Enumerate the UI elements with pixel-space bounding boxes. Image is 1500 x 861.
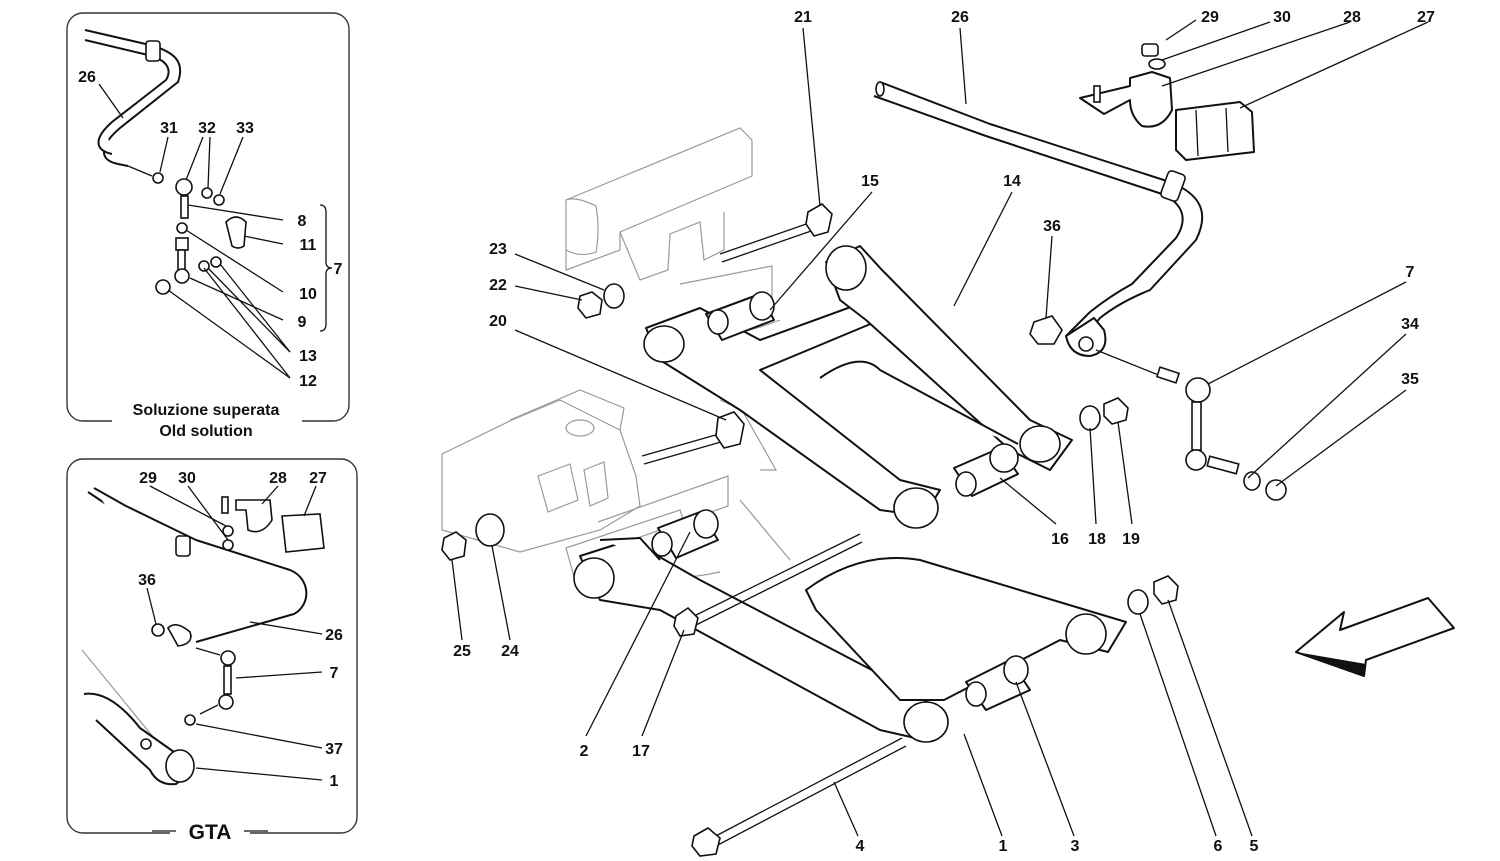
forward-direction-arrow-icon [1295,597,1455,677]
callout-13: 13 [299,348,317,365]
callout-29: 29 [1201,9,1219,26]
callout-19: 19 [1122,531,1140,548]
callout-37: 37 [325,741,343,758]
caption-english: Old solution [159,423,252,440]
callout-7: 7 [334,261,343,278]
callout-1: 1 [330,773,339,790]
callout-10: 10 [299,286,317,303]
callout-15: 15 [861,173,879,190]
callout-36: 36 [1043,218,1061,235]
callout-11: 11 [300,237,317,254]
callout-29: 29 [139,470,157,487]
callout-35: 35 [1401,371,1419,388]
main-exploded-view: 21 26 29 30 28 27 15 14 36 23 22 20 7 34… [441,9,1455,857]
callout-18: 18 [1088,531,1106,548]
callout-6: 6 [1214,838,1223,855]
callout-16: 16 [1051,531,1069,548]
stabilizer-bar-old [84,29,182,167]
callout-7: 7 [330,665,339,682]
stabilizer-bar-gta [87,487,308,643]
upper-wishbone [643,245,1073,529]
caption-italian: Soluzione superata [133,402,280,419]
inset-old-solution: 26 31 32 33 8 11 10 9 13 12 7 Soluzione … [66,12,350,444]
callout-12: 12 [299,373,317,390]
callout-3: 3 [1071,838,1080,855]
callout-8: 8 [298,213,307,230]
callout-20: 20 [489,313,507,330]
callout-17: 17 [632,743,650,760]
stabilizer-bar [873,81,1204,357]
callout-27: 27 [309,470,327,487]
callout-28: 28 [1343,9,1361,26]
inset-gta: 29 30 28 27 36 26 7 37 1 GTA [66,458,358,846]
callout-26: 26 [78,69,96,86]
callout-9: 9 [298,314,307,331]
callout-24: 24 [501,643,519,660]
callout-4: 4 [856,838,865,855]
callout-34: 34 [1401,316,1419,333]
callout-7: 7 [1406,264,1415,281]
callout-14: 14 [1003,173,1021,190]
lower-wishbone [573,537,1127,743]
callout-31: 31 [160,120,178,137]
bushing-gta [281,513,325,553]
callout-30: 30 [178,470,196,487]
caption-gta: GTA [189,821,232,844]
callout-25: 25 [453,643,471,660]
bar-bushing [1175,101,1255,161]
callout-21: 21 [794,9,812,26]
callout-1: 1 [999,838,1008,855]
bar-clamp [1079,71,1173,128]
callout-2: 2 [580,743,589,760]
callout-30: 30 [1273,9,1291,26]
callout-26: 26 [951,9,969,26]
callout-28: 28 [269,470,287,487]
callout-32: 32 [198,120,216,137]
callout-23: 23 [489,241,507,258]
callout-36: 36 [138,572,156,589]
callout-33: 33 [236,120,254,137]
callout-27: 27 [1417,9,1435,26]
callout-22: 22 [489,277,507,294]
callout-26: 26 [325,627,343,644]
callout-5: 5 [1250,838,1259,855]
